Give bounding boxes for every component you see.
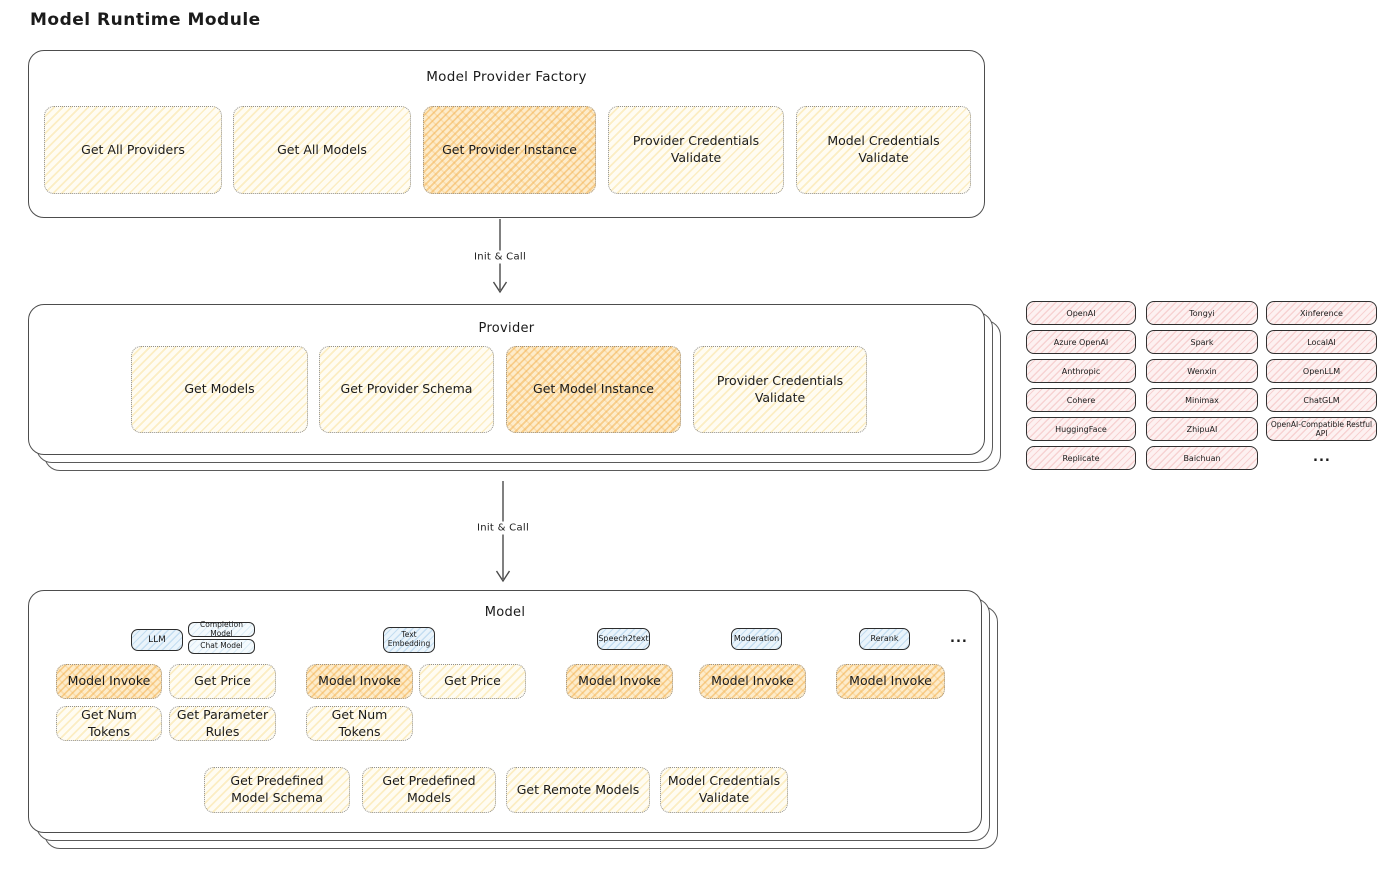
provider-cell-localai: LocalAI <box>1266 330 1377 354</box>
get-all-providers-node: Get All Providers <box>44 106 222 194</box>
provider-cell-replicate: Replicate <box>1026 446 1136 470</box>
llm-model-invoke-node: Model Invoke <box>56 664 162 699</box>
get-model-instance-node: Get Model Instance <box>506 346 681 433</box>
tab-speech2text: Speech2text <box>597 628 650 650</box>
embedding-get-price-node: Get Price <box>419 664 526 699</box>
get-all-models-node: Get All Models <box>233 106 411 194</box>
rerank-model-invoke-node: Model Invoke <box>836 664 945 699</box>
model-credentials-validate-node-2: Model Credentials Validate <box>660 767 788 813</box>
model-credentials-validate-node: Model Credentials Validate <box>796 106 971 194</box>
provider-cell-tongyi: Tongyi <box>1146 301 1258 325</box>
model-tabs-ellipsis: ... <box>950 631 968 646</box>
get-models-node: Get Models <box>131 346 308 433</box>
provider-cell-chatglm: ChatGLM <box>1266 388 1377 412</box>
provider-cell-anthropic: Anthropic <box>1026 359 1136 383</box>
init-call-label-1: Init & Call <box>469 250 531 264</box>
llm-get-num-tokens-node: Get Num Tokens <box>56 706 162 741</box>
tab-text-embedding: Text Embedding <box>383 627 435 653</box>
provider-box: Provider Get Models Get Provider Schema … <box>28 304 985 455</box>
tab-chat-model: Chat Model <box>188 639 255 654</box>
get-predefined-model-schema-node: Get Predefined Model Schema <box>204 767 350 813</box>
llm-get-parameter-rules-node: Get Parameter Rules <box>169 706 276 741</box>
provider-cell-xinference: Xinference <box>1266 301 1377 325</box>
llm-get-price-node: Get Price <box>169 664 276 699</box>
init-call-label-2: Init & Call <box>472 521 534 535</box>
provider-cell-wenxin: Wenxin <box>1146 359 1258 383</box>
get-remote-models-node: Get Remote Models <box>506 767 650 813</box>
provider-cell-huggingface: HuggingFace <box>1026 417 1136 441</box>
moderation-model-invoke-node: Model Invoke <box>699 664 806 699</box>
provider-cell-openai-compatible: OpenAI-Compatible Restful API <box>1266 417 1377 441</box>
provider-credentials-validate-node-2: Provider Credentials Validate <box>693 346 867 433</box>
page-title: Model Runtime Module <box>30 10 261 30</box>
embedding-model-invoke-node: Model Invoke <box>306 664 413 699</box>
provider-grid-ellipsis: ... <box>1313 450 1331 465</box>
speech2text-model-invoke-node: Model Invoke <box>566 664 673 699</box>
get-predefined-models-node: Get Predefined Models <box>362 767 496 813</box>
provider-cell-zhipuai: ZhipuAI <box>1146 417 1258 441</box>
tab-moderation: Moderation <box>731 628 782 650</box>
provider-cell-openllm: OpenLLM <box>1266 359 1377 383</box>
provider-cell-openai: OpenAI <box>1026 301 1136 325</box>
provider-credentials-validate-node: Provider Credentials Validate <box>608 106 784 194</box>
model-box: Model LLM Completion Model Chat Model Te… <box>28 590 982 833</box>
provider-cell-azure-openai: Azure OpenAI <box>1026 330 1136 354</box>
tab-llm: LLM <box>131 629 183 651</box>
get-provider-instance-node: Get Provider Instance <box>423 106 596 194</box>
provider-cell-spark: Spark <box>1146 330 1258 354</box>
model-title: Model <box>484 605 526 620</box>
provider-title: Provider <box>478 321 535 336</box>
provider-cell-baichuan: Baichuan <box>1146 446 1258 470</box>
tab-rerank: Rerank <box>859 628 910 650</box>
tab-completion-model: Completion Model <box>188 620 255 637</box>
factory-title: Model Provider Factory <box>426 69 587 85</box>
embedding-get-num-tokens-node: Get Num Tokens <box>306 706 413 741</box>
provider-cell-cohere: Cohere <box>1026 388 1136 412</box>
provider-cell-minimax: Minimax <box>1146 388 1258 412</box>
model-provider-factory-box: Model Provider Factory Get All Providers… <box>28 50 985 218</box>
get-provider-schema-node: Get Provider Schema <box>319 346 494 433</box>
